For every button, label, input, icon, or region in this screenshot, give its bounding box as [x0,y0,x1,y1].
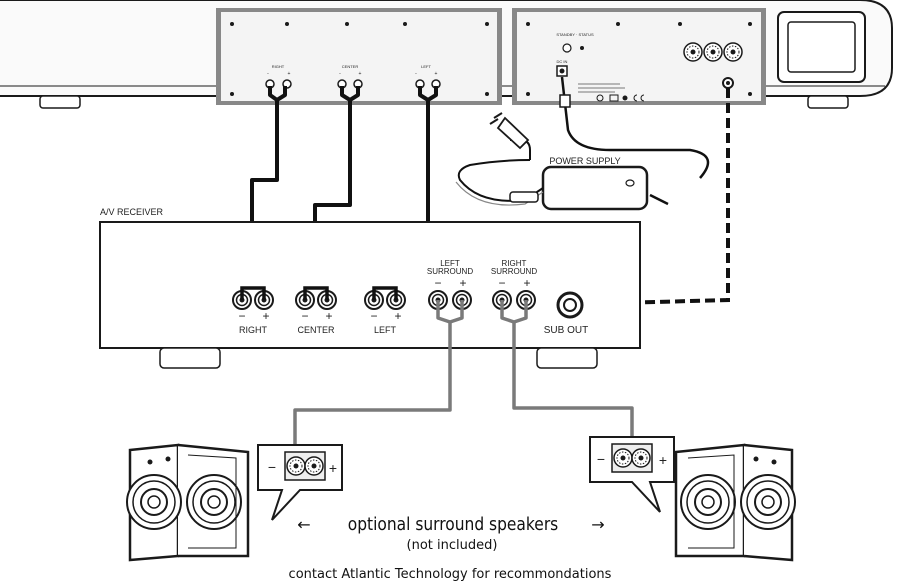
right-terminal-plus: + [659,452,667,468]
status-led [580,46,584,50]
right-terminal-minus: − [597,451,605,467]
top-unit-foot-right [807,95,849,109]
top-terminal-plus-right: + [288,71,291,77]
top-terminal-minus-right: - [267,71,269,77]
top-terminal-label-right: RIGHT [272,64,285,69]
receiver-minus-left: − [370,309,377,323]
receiver-foot-right [536,347,598,369]
receiver-plus-left-surround: + [459,276,466,290]
surround-cables [293,300,634,448]
rear-heatsink [777,11,866,83]
top-unit: RIGHT CENTER LEFT - + - + - + STANDBY · … [0,0,893,109]
surround-subcaption: (not included) [407,538,498,553]
left-surround-speaker [126,443,250,562]
receiver-label-right-surround-2: SURROUND [491,267,537,276]
receiver-plus-right: + [262,309,269,323]
receiver-label-right: RIGHT [239,325,268,335]
right-terminal-callout: − + [589,436,675,513]
top-terminal-plus-center: + [359,71,362,77]
sub-out-label: SUB OUT [544,325,588,336]
left-terminal-minus: − [268,459,276,475]
receiver-label-left-surround-2: SURROUND [427,267,473,276]
top-unit-foot-left [39,95,81,109]
control-knobs[interactable] [683,42,743,62]
top-terminal-label-center: CENTER [342,64,359,69]
receiver-label-left: LEFT [374,325,397,335]
receiver-title: A/V RECEIVER [100,207,164,217]
standby-switch[interactable] [562,43,572,53]
standby-status-label: STANDBY · STATUS [556,32,594,37]
receiver-plus-center: + [325,309,332,323]
dc-in-label: DC IN [557,59,568,64]
top-terminal-plus-left: + [435,71,438,77]
receiver-minus-center: − [301,309,308,323]
av-receiver: A/V RECEIVER − + RIGHT − + CENTER − + LE… [99,207,641,369]
receiver-label-center: CENTER [297,325,335,335]
left-terminal-callout: − + [257,444,343,521]
footer-note: contact Atlantic Technology for recommon… [289,567,612,582]
receiver-label-left-surround-1: LEFT [440,259,460,268]
power-plug-icon [489,112,530,150]
receiver-minus-right: − [238,309,245,323]
control-panel: STANDBY · STATUS DC IN [512,8,766,105]
top-terminal-minus-center: - [339,71,341,77]
power-supply-label: POWER SUPPLY [549,156,620,166]
receiver-minus-right-surround: − [498,276,505,290]
receiver-label-right-surround-1: RIGHT [502,259,527,268]
right-arrow: → [591,515,604,534]
right-surround-speaker [674,443,796,562]
sub-out-jack[interactable] [556,291,584,319]
receiver-plus-right-surround: + [523,276,530,290]
top-terminal-minus-left: - [415,71,417,77]
top-terminal-label-left: LEFT [421,64,431,69]
speaker-input-panel [216,8,502,105]
power-supply: POWER SUPPLY [455,76,710,211]
surround-caption: optional surround speakers [348,513,558,534]
left-arrow: ← [297,515,310,534]
left-terminal-plus: + [329,460,337,476]
receiver-minus-left-surround: − [434,276,441,290]
receiver-plus-left: + [394,309,401,323]
certification-marks-icon [596,94,645,102]
receiver-foot-left [159,347,221,369]
